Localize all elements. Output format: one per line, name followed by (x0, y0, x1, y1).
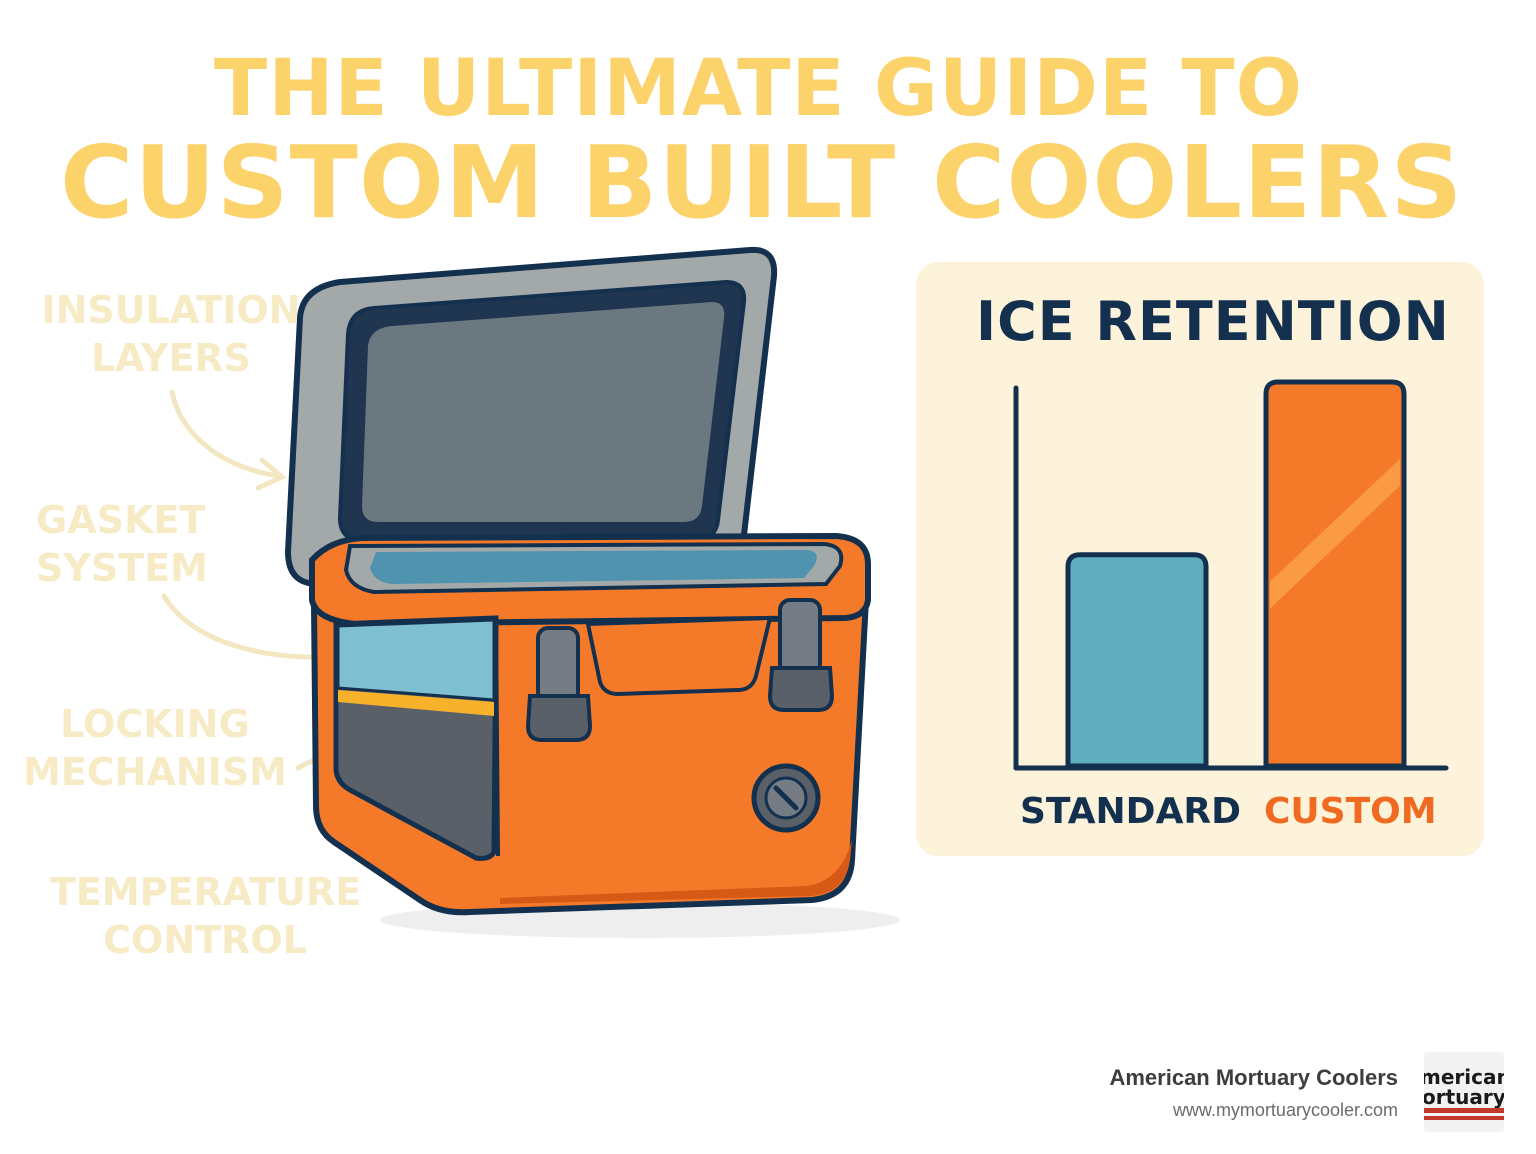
bar-standard (1065, 552, 1209, 769)
category-label-custom: CUSTOM (1264, 791, 1437, 832)
callout-temperature-control: TEMPERATURE CONTROL (50, 868, 362, 964)
brand-logo: merican ortuary (1424, 1052, 1504, 1132)
page-title-line-1: THE ULTIMATE GUIDE TO (214, 44, 1303, 134)
callout-line: INSULATION (41, 288, 301, 332)
callout-line: MECHANISM (23, 750, 287, 794)
callout-line: LAYERS (90, 336, 252, 380)
cooler-lid (284, 246, 778, 587)
callout-locking-mechanism: LOCKING MECHANISM (20, 700, 290, 796)
brand-name: American Mortuary Coolers (1109, 1065, 1398, 1090)
bar-highlight-stripe (1270, 458, 1400, 609)
callout-insulation-layers: INSULATION LAYERS (36, 286, 306, 382)
callout-line: GASKET (36, 498, 206, 542)
svg-text:ortuary: ortuary (1424, 1085, 1504, 1109)
callout-line: CONTROL (103, 918, 307, 962)
bar-custom (1263, 379, 1407, 769)
cooler-body (309, 532, 871, 916)
callout-line: SYSTEM (36, 546, 208, 590)
insulation-arrowhead (255, 457, 287, 491)
bars-group (1065, 379, 1407, 769)
insulation-arrow (169, 389, 283, 479)
callout-line: LOCKING (60, 702, 250, 746)
category-label-standard: STANDARD (1020, 791, 1242, 832)
callout-gasket-system: GASKET SYSTEM (36, 496, 216, 592)
callout-line: TEMPERATURE (50, 870, 362, 914)
brand-url[interactable]: www.mymortuarycooler.com (1172, 1100, 1398, 1120)
svg-text:merican: merican (1424, 1065, 1504, 1089)
chart-title: ICE RETENTION (976, 290, 1450, 353)
page-title-line-2: CUSTOM BUILT COOLERS (60, 124, 1464, 241)
